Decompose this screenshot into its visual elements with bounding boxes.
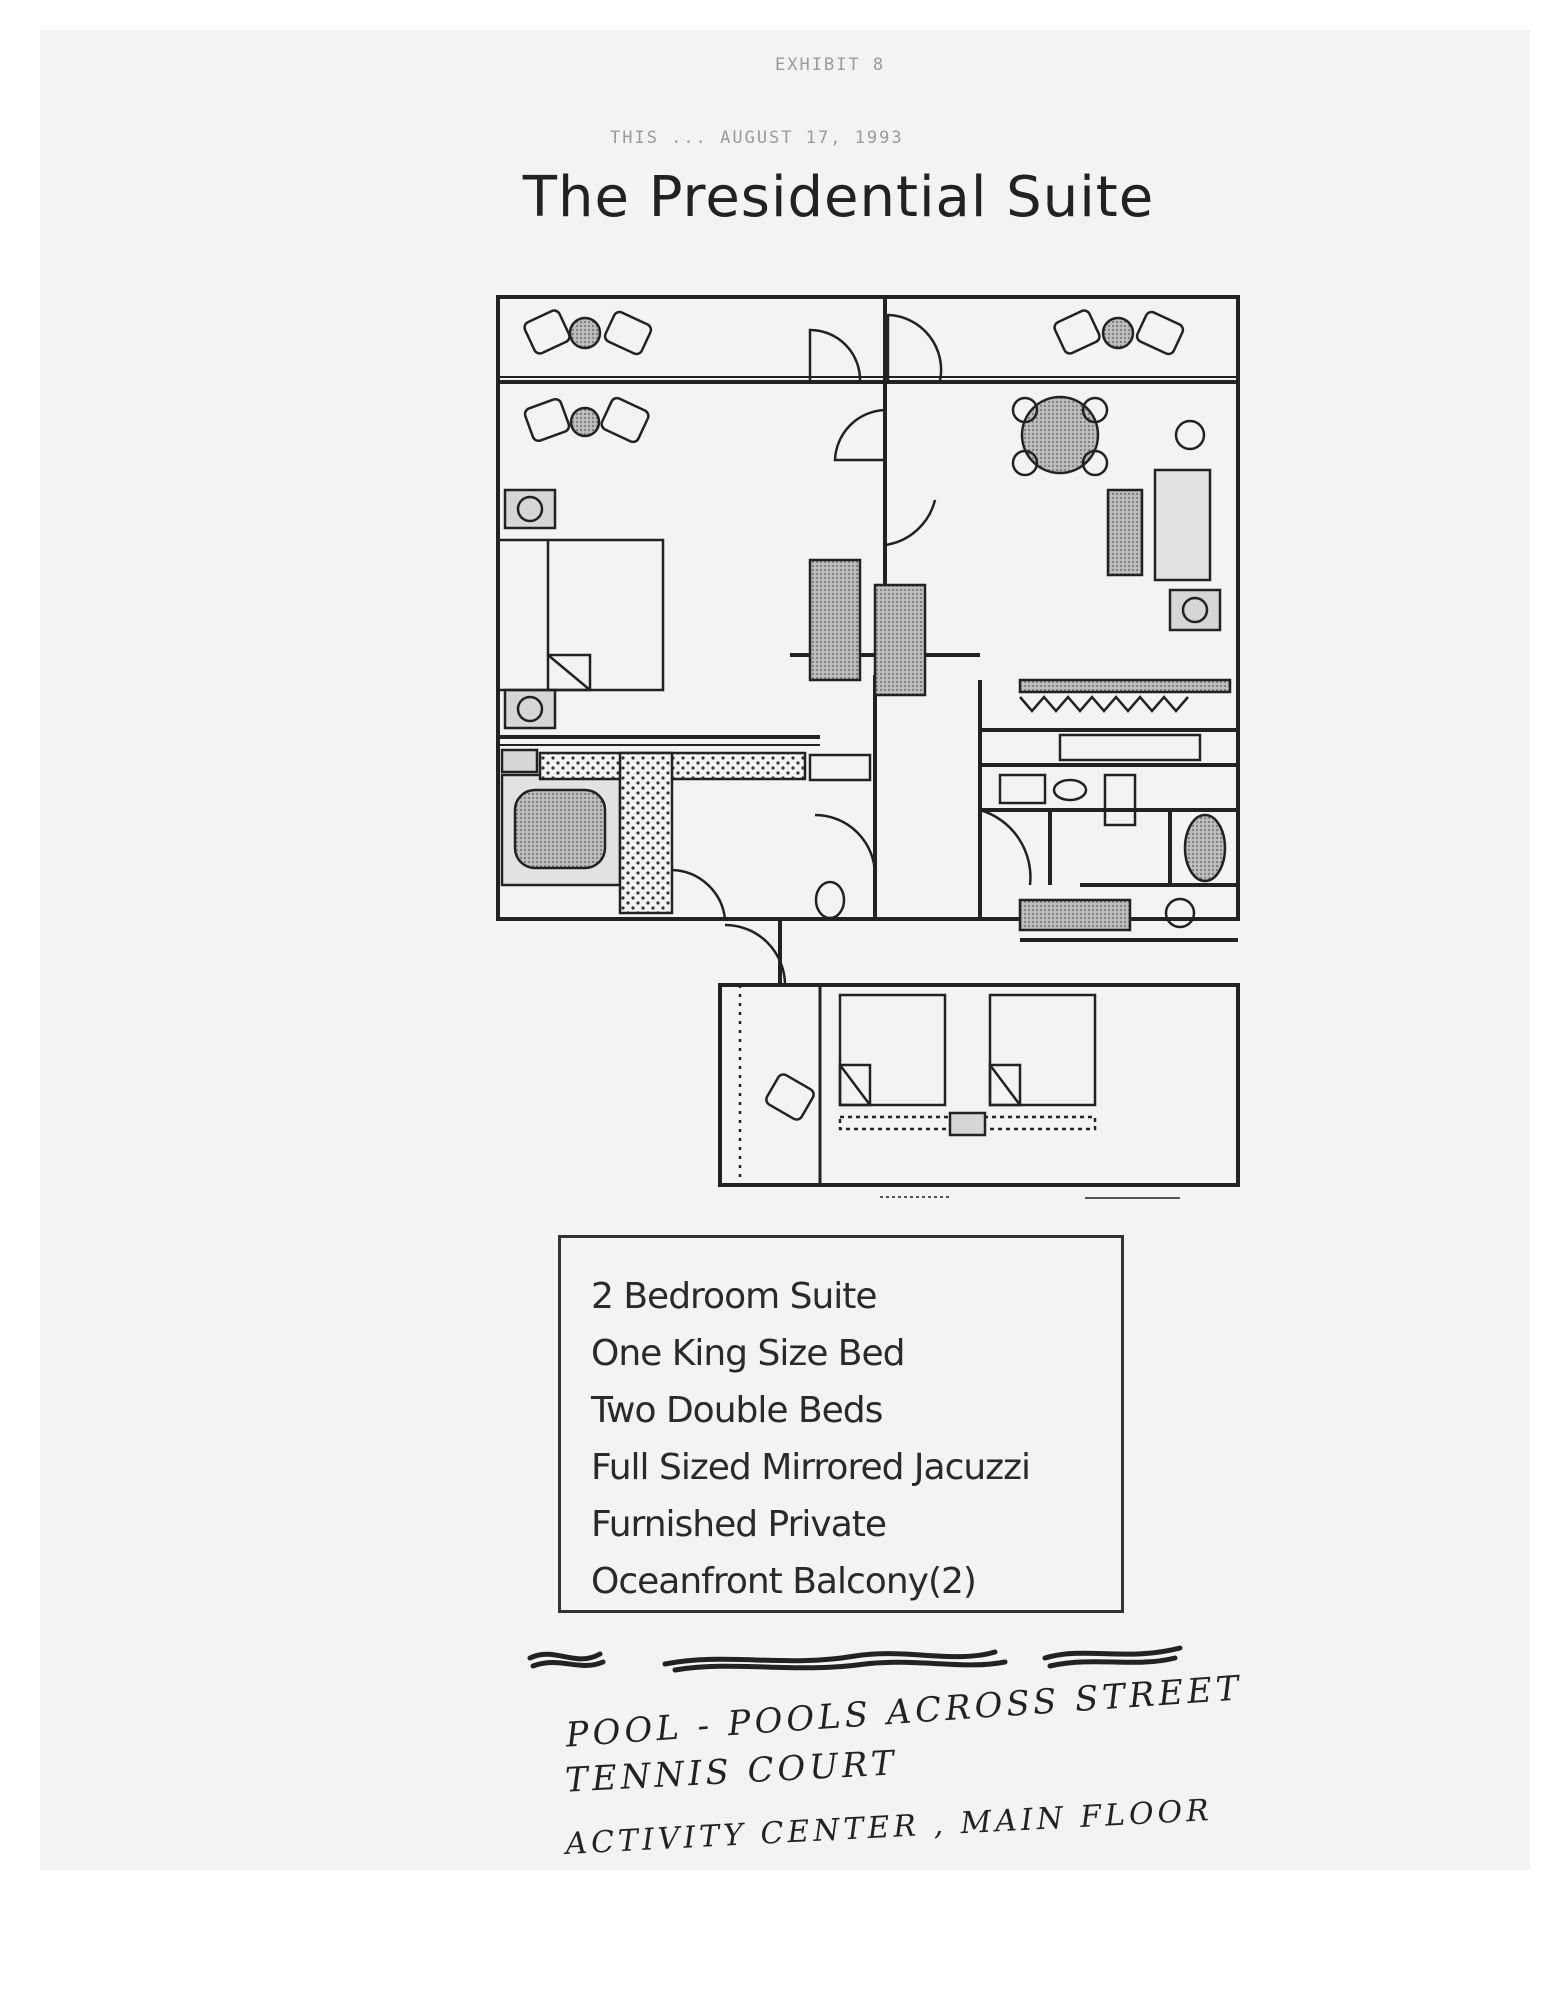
exhibit-stamp: EXHIBIT 8 (775, 55, 886, 75)
date-stamp: THIS ... AUGUST 17, 1993 (610, 128, 904, 148)
scribbled-out-text (527, 1645, 1183, 1673)
feature-bedrooms: 2 Bedroom Suite (591, 1276, 878, 1317)
feature-king-bed: One King Size Bed (591, 1333, 906, 1374)
feature-furnished: Furnished Private (591, 1504, 887, 1545)
features-box: 2 Bedroom Suite One King Size Bed Two Do… (558, 1235, 1124, 1613)
feature-balcony: Oceanfront Balcony(2) (591, 1561, 977, 1602)
feature-jacuzzi: Full Sized Mirrored Jacuzzi (591, 1447, 1031, 1488)
floor-plan (496, 295, 1240, 1199)
feature-double-beds: Two Double Beds (591, 1390, 883, 1431)
page-title: The Presidential Suite (522, 165, 1155, 230)
